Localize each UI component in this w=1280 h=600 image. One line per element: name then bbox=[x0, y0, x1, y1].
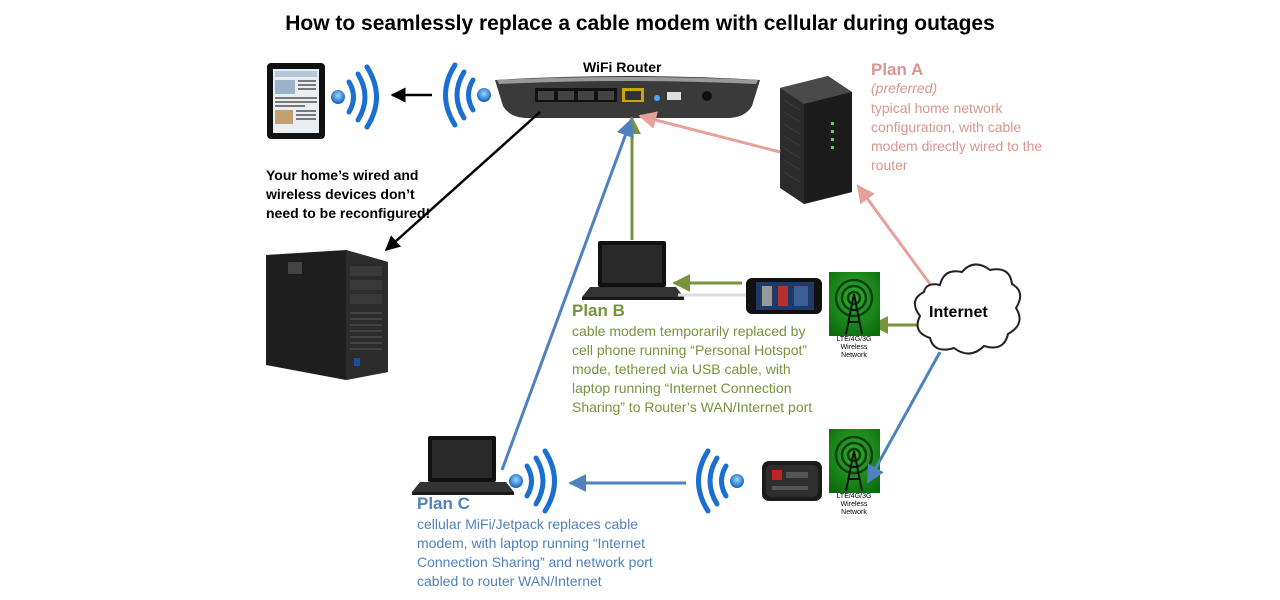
diagram-title: How to seamlessly replace a cable modem … bbox=[285, 12, 995, 35]
plan-c-description: cellular MiFi/Jetpack replaces cable mod… bbox=[417, 516, 653, 589]
router-label: WiFi Router bbox=[583, 59, 662, 75]
plan-b-description: cable modem temporarily replaced by cell… bbox=[572, 323, 813, 415]
plan-b-title: Plan B bbox=[572, 301, 625, 320]
cable-modem-icon bbox=[780, 76, 852, 204]
internet-label: Internet bbox=[929, 304, 988, 321]
plan-a-description: typical home network configuration, with… bbox=[871, 100, 1043, 173]
smartphone-icon bbox=[746, 278, 822, 314]
plan-c-title: Plan C bbox=[417, 494, 470, 513]
router-icon bbox=[495, 76, 760, 118]
cloud-icon bbox=[913, 263, 1022, 355]
tower-label: LTE/4G/3G Wireless Network bbox=[836, 493, 872, 516]
home-devices-note: Your home’s wired and wireless devices d… bbox=[266, 167, 431, 221]
wifi-signal-icon bbox=[696, 448, 744, 514]
wifi-signal-icon bbox=[443, 62, 491, 128]
desktop-tower-icon bbox=[266, 250, 388, 380]
tower-label: LTE/4G/3G Wireless Network bbox=[836, 336, 872, 359]
cell-tower-icon bbox=[829, 272, 880, 336]
mifi-hotspot-icon bbox=[762, 461, 822, 501]
plan-a-subtitle: (preferred) bbox=[871, 80, 938, 96]
plan-a-title: Plan A bbox=[871, 60, 924, 79]
laptop-icon bbox=[412, 436, 514, 495]
tablet-icon bbox=[267, 63, 325, 139]
wifi-signal-icon bbox=[509, 448, 557, 514]
cell-tower-icon bbox=[829, 429, 880, 493]
wifi-signal-icon bbox=[331, 64, 379, 130]
laptop-icon bbox=[582, 241, 684, 300]
